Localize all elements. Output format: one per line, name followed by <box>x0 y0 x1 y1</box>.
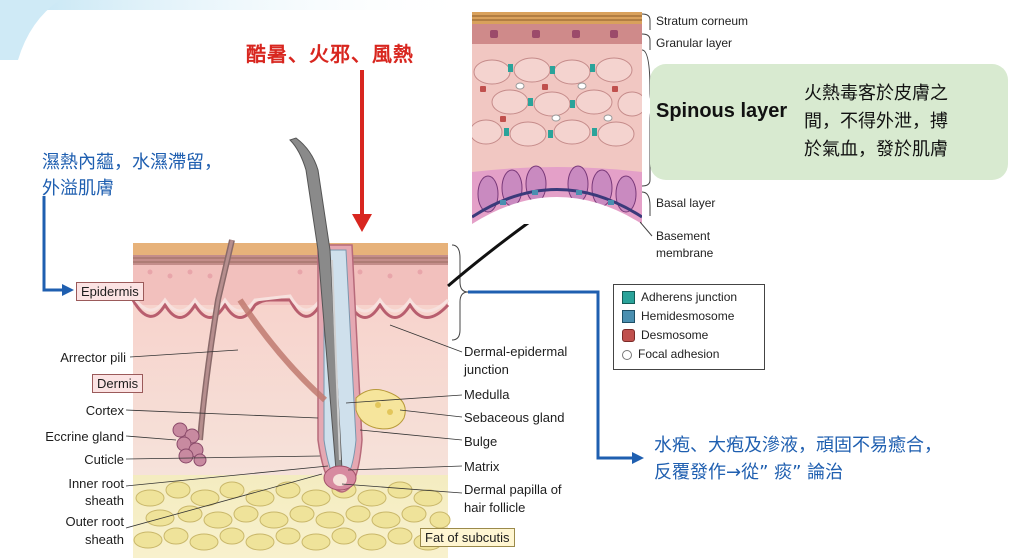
legend-focal-adhesion: Focal adhesion <box>622 346 719 362</box>
damp-heat-text-line2: 外溢肌膚 <box>42 176 114 202</box>
dermal-papilla-label-2: hair follicle <box>464 500 525 515</box>
legend-adherens: Adherens junction <box>622 289 737 305</box>
adherens-junction-icon <box>622 291 635 304</box>
basement-membrane-label-1: Basement <box>656 229 710 243</box>
spinous-desc-line3: 於氣血，發於肌膚 <box>804 136 948 164</box>
dermal-papilla-label-1: Dermal papilla of <box>464 482 562 497</box>
basement-membrane-label-2: membrane <box>656 246 713 260</box>
spinous-desc-line1: 火熱毒客於皮膚之 <box>804 80 948 108</box>
junction-legend: Adherens junction Hemidesmosome Desmosom… <box>613 284 765 370</box>
eccrine-gland-label: Eccrine gland <box>10 429 124 444</box>
inner-root-sheath-label-2: sheath <box>20 493 124 508</box>
heat-pathogen-text: 酷暑、火邪、風熱 <box>246 38 414 67</box>
legend-focal-adhesion-label: Focal adhesion <box>638 347 719 361</box>
medulla-label: Medulla <box>464 387 510 402</box>
hemidesmosome-icon <box>622 310 635 323</box>
legend-adherens-label: Adherens junction <box>641 290 737 304</box>
damp-heat-text-line1: 濕熱內蘊，水濕滯留， <box>42 150 222 176</box>
cortex-label: Cortex <box>30 403 124 418</box>
blue-arrow-left <box>44 196 74 296</box>
inner-root-sheath-label-1: Inner root <box>20 476 124 491</box>
cuticle-label: Cuticle <box>30 452 124 467</box>
granular-layer-label: Granular layer <box>656 36 732 50</box>
spinous-layer-description: 火熱毒客於皮膚之 間，不得外泄，搏 於氣血，發於肌膚 <box>804 80 948 164</box>
focal-adhesion-icon <box>622 350 632 360</box>
arrector-pili-label: Arrector pili <box>30 350 126 365</box>
legend-desmosome: Desmosome <box>622 327 708 343</box>
sebaceous-gland-label: Sebaceous gland <box>464 410 564 425</box>
dermal-epidermal-junction-label-1: Dermal-epidermal <box>464 344 567 359</box>
blister-text-line1: 水疱、大疱及滲液，頑固不易癒合， <box>654 433 942 459</box>
legend-hemidesmosome-label: Hemidesmosome <box>641 309 734 323</box>
stratum-corneum-label: Stratum corneum <box>656 14 748 28</box>
skin-block <box>133 243 450 558</box>
spinous-desc-line2: 間，不得外泄，搏 <box>804 108 948 136</box>
desmosome-icon <box>622 329 635 342</box>
epidermis-inset <box>472 12 642 224</box>
dermis-label: Dermis <box>92 374 143 393</box>
epidermis-label: Epidermis <box>76 282 144 301</box>
matrix-label: Matrix <box>464 459 499 474</box>
basal-layer-label: Basal layer <box>656 196 715 210</box>
fat-of-subcutis-label: Fat of subcutis <box>420 528 515 547</box>
blister-text-line2: 反覆發作→從” 痰” 論治 <box>654 460 843 486</box>
dermal-epidermal-junction-label-2: junction <box>464 362 509 377</box>
outer-root-sheath-label-2: sheath <box>20 532 124 547</box>
legend-hemidesmosome: Hemidesmosome <box>622 308 734 324</box>
spinous-layer-title: Spinous layer <box>656 100 787 123</box>
legend-desmosome-label: Desmosome <box>641 328 708 342</box>
red-arrow <box>352 70 372 232</box>
bulge-label: Bulge <box>464 434 497 449</box>
outer-root-sheath-label-1: Outer root <box>20 514 124 529</box>
